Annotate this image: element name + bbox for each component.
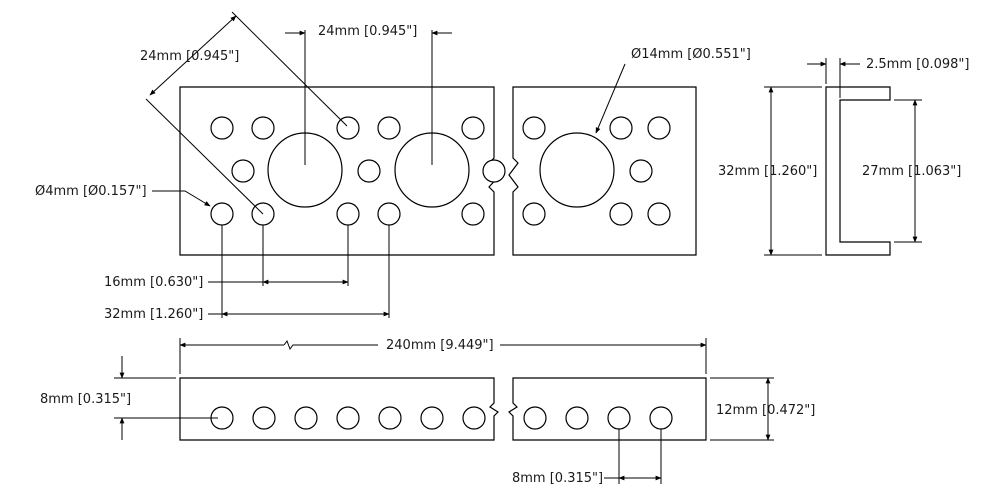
- top-view: [179, 86, 697, 256]
- label-small-hole-dia: Ø4mm [Ø0.157"]: [35, 184, 147, 199]
- label-spacing-16: 16mm [0.630"]: [104, 275, 203, 290]
- label-side-height: 12mm [0.472"]: [716, 403, 815, 418]
- top-dimensions: [145, 11, 626, 318]
- label-side-hole-spacing: 8mm [0.315"]: [512, 471, 603, 486]
- top-large-holes: [267, 132, 615, 208]
- label-top-center-spacing: 24mm [0.945"]: [318, 24, 417, 39]
- label-edge-offset: 8mm [0.315"]: [40, 392, 131, 407]
- label-diagonal-spacing: 24mm [0.945"]: [140, 49, 239, 64]
- label-outer-height: 32mm [1.260"]: [718, 164, 817, 179]
- label-large-hole-dia: Ø14mm [Ø0.551"]: [631, 47, 751, 62]
- end-dimensions: [764, 58, 922, 256]
- c-channel-profile: [825, 86, 891, 256]
- label-inner-height: 27mm [1.063"]: [862, 164, 961, 179]
- side-view: [179, 377, 707, 441]
- top-small-holes: [210, 116, 671, 226]
- label-total-length: 240mm [9.449"]: [386, 338, 494, 353]
- side-dimensions: [114, 338, 774, 484]
- top-slots: [231, 159, 653, 183]
- label-wall-thickness: 2.5mm [0.098"]: [866, 57, 969, 72]
- label-spacing-32: 32mm [1.260"]: [104, 307, 203, 322]
- end-view: [825, 86, 891, 256]
